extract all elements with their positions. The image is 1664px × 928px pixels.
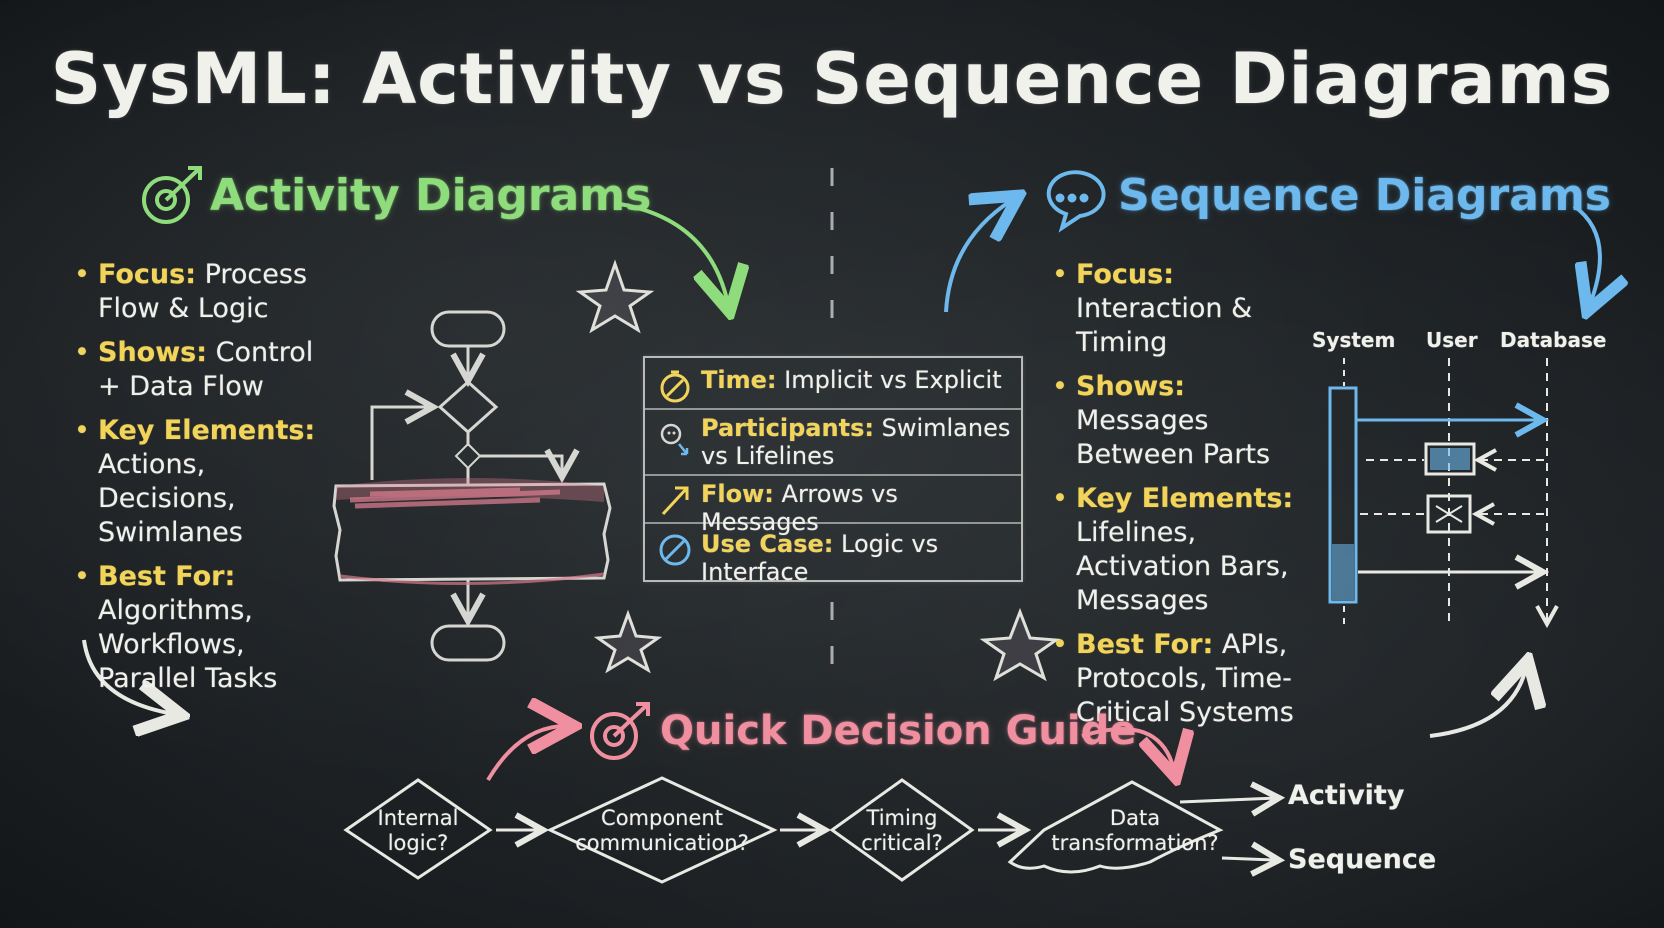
row-label: Time:	[701, 366, 777, 394]
item-text: Control + Data Flow	[98, 337, 314, 402]
arrow-icon	[661, 486, 689, 516]
page-title: SysML: Activity vs Sequence Diagrams	[50, 38, 1614, 120]
item-label: Key Elements:	[1076, 483, 1294, 514]
row-text: Logic vs Interface	[701, 530, 939, 586]
item-label: Best For:	[1076, 629, 1214, 660]
sequence-bullet-list: Focus: Interaction & Timing Shows: Messa…	[1050, 258, 1300, 740]
list-item: Shows: Messages Between Parts	[1050, 370, 1300, 472]
decision-step-internal-logic: Internal logic?	[377, 806, 459, 855]
row-label: Flow:	[701, 480, 774, 508]
comparison-row-time: Time: Implicit vs Explicit	[645, 366, 1021, 410]
item-text: Lifelines, Activation Bars, Messages	[1076, 517, 1289, 616]
item-text: Process Flow & Logic	[98, 259, 308, 324]
item-text: Messages Between Parts	[1076, 405, 1271, 470]
item-label: Shows:	[98, 337, 208, 368]
item-text: Algorithms, Workflows, Parallel Tasks	[98, 595, 278, 694]
item-label: Shows:	[1076, 371, 1186, 402]
list-item: Focus: Process Flow & Logic	[72, 258, 342, 326]
list-item: Best For: Algorithms, Workflows, Paralle…	[72, 560, 342, 696]
sequence-heading: Sequence Diagrams	[1118, 170, 1611, 221]
comparison-row-flow: Flow: Arrows vs Messages	[645, 480, 1021, 536]
comparison-row-participants: Participants: Swimlanes vs Lifelines	[645, 414, 1021, 476]
lifeline-label-user: User	[1426, 328, 1478, 352]
pink-curved-arrow-right	[1081, 727, 1174, 770]
decision-step-component-communication: Component communication?	[575, 806, 749, 855]
activity-icon-drawing	[142, 166, 202, 224]
blue-curved-arrow-left	[944, 200, 1012, 313]
list-item: Key Elements: Lifelines, Activation Bars…	[1050, 482, 1300, 618]
row-text: Arrows vs Messages	[701, 480, 898, 536]
decision-step-timing-critical: Timing critical?	[861, 806, 943, 855]
star-decorations	[575, 259, 1061, 682]
row-label: Use Case:	[701, 530, 834, 558]
sequence-diagram-sketch	[1328, 358, 1547, 628]
activity-heading: Activity Diagrams	[210, 170, 652, 221]
comparison-table: Time: Implicit vs Explicit Participants:…	[643, 356, 1023, 586]
guide-icon-drawing	[590, 702, 650, 760]
decision-diamonds	[343, 776, 1224, 884]
lifeline-label-database: Database	[1500, 328, 1607, 352]
activity-bullet-list: Focus: Process Flow & Logic Shows: Contr…	[72, 258, 342, 706]
pink-scribble	[349, 487, 561, 509]
blue-curved-arrow-right	[1572, 204, 1600, 304]
comparison-row-use-case: Use Case: Logic vs Interface	[645, 530, 1021, 586]
sequence-icon-drawing	[1046, 170, 1106, 233]
guide-heading: Quick Decision Guide	[660, 708, 1137, 754]
item-label: Focus:	[1076, 259, 1174, 290]
item-label: Focus:	[98, 259, 196, 290]
white-curved-arrow-right	[1429, 668, 1526, 738]
list-item: Key Elements: Actions, Decisions, Swimla…	[72, 414, 342, 550]
item-label: Key Elements:	[98, 415, 316, 446]
row-label: Participants:	[701, 414, 874, 442]
compass-icon	[659, 534, 691, 566]
decision-connectors	[496, 798, 1276, 860]
stopwatch-icon	[660, 370, 690, 403]
outcome-sequence: Sequence	[1288, 844, 1437, 875]
lifeline-label-system: System	[1312, 328, 1396, 352]
row-text: Implicit vs Explicit	[784, 366, 1002, 394]
list-item: Focus: Interaction & Timing	[1050, 258, 1300, 360]
pink-curved-arrow-left	[486, 726, 566, 782]
list-item: Shows: Control + Data Flow	[72, 336, 342, 404]
item-text: Interaction & Timing	[1076, 293, 1253, 358]
green-curved-arrow	[619, 202, 728, 304]
row-text: Swimlanes vs Lifelines	[701, 414, 1011, 470]
item-text: Actions, Decisions, Swimlanes	[98, 449, 243, 548]
decision-step-data-transformation: Data transformation?	[1051, 806, 1219, 855]
item-text: APIs, Protocols, Time-Critical Systems	[1076, 629, 1294, 728]
item-label: Best For:	[98, 561, 236, 592]
outcome-activity: Activity	[1288, 780, 1405, 811]
people-icon	[660, 423, 689, 456]
list-item: Best For: APIs, Protocols, Time-Critical…	[1050, 628, 1300, 730]
